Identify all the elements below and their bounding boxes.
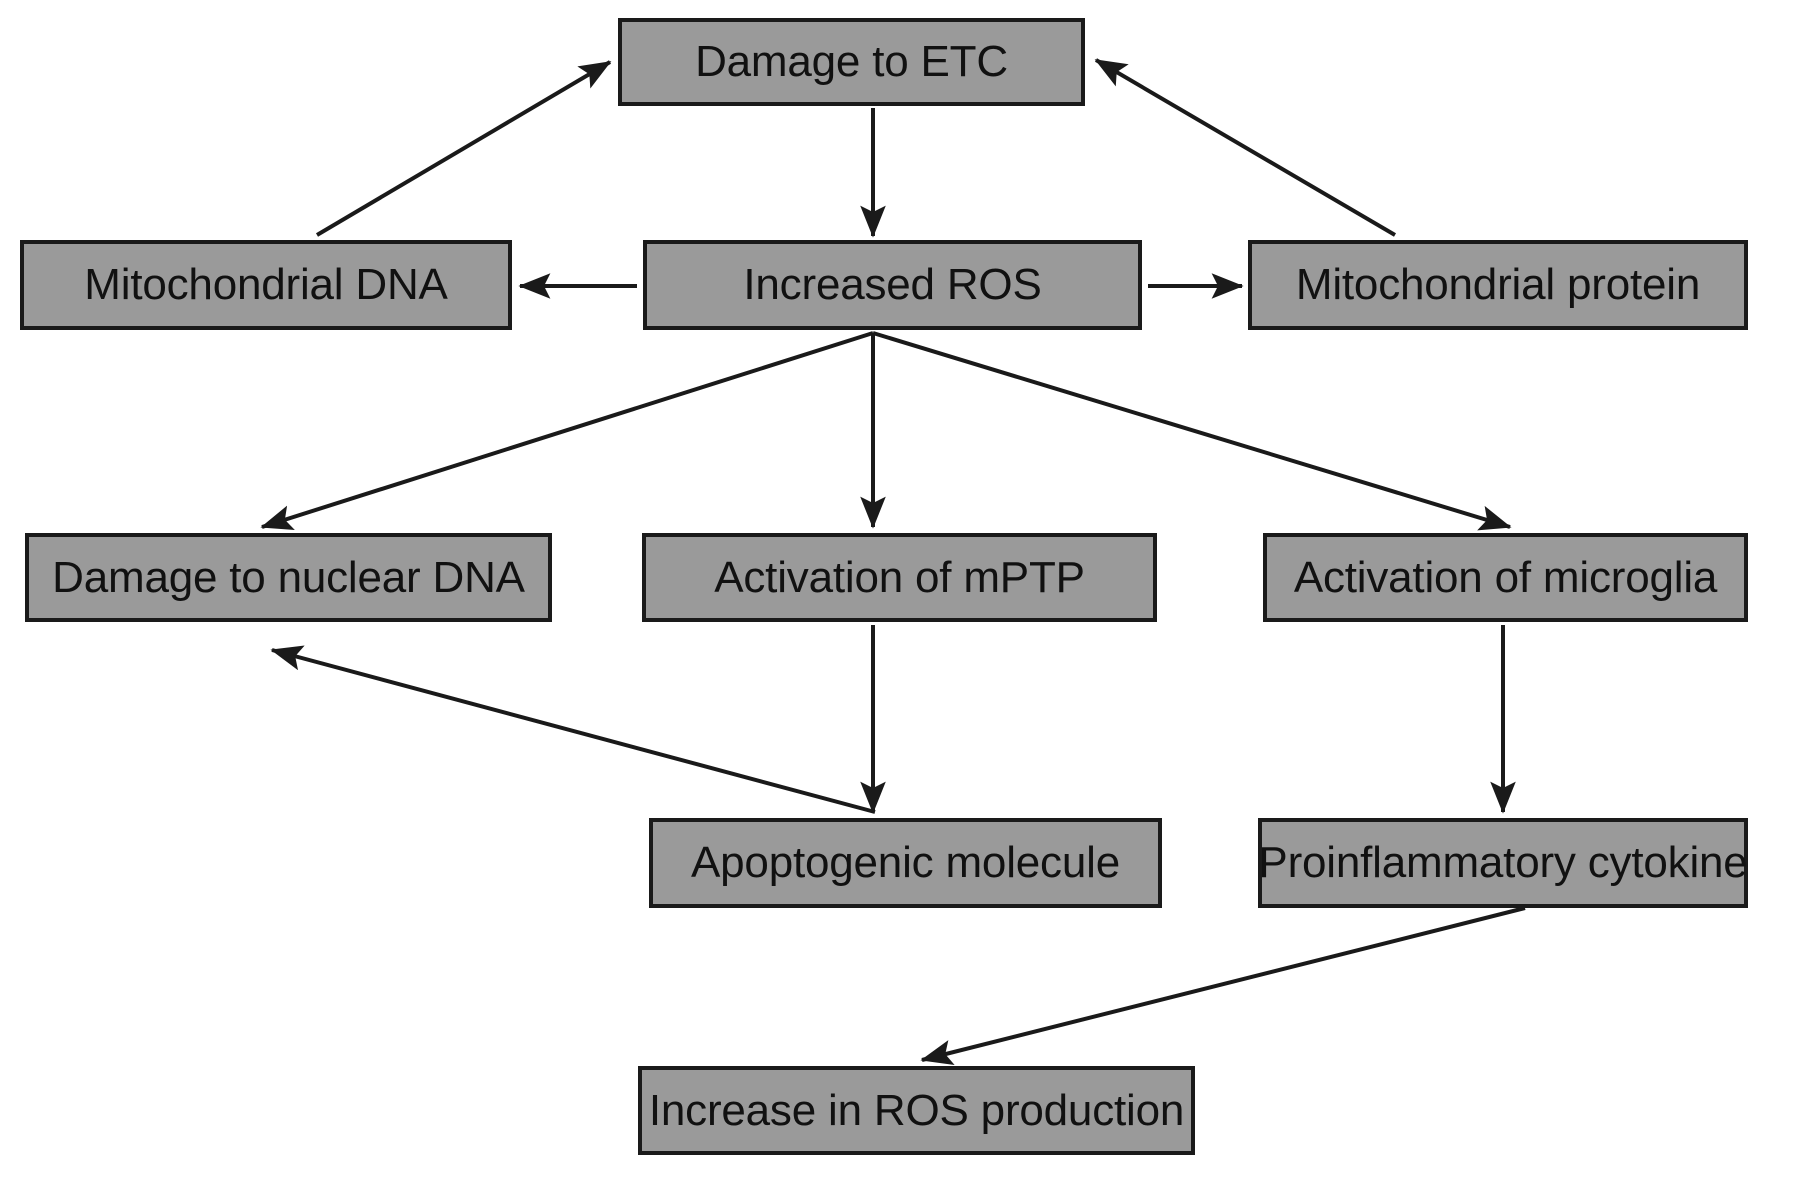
node-label-apoptogenic-molecule: Apoptogenic molecule	[691, 838, 1120, 887]
node-label-increase-in-ros-production: Increase in ROS production	[648, 1085, 1185, 1135]
node-apoptogenic-molecule[interactable]: Apoptogenic molecule	[649, 818, 1162, 908]
node-label-mitochondrial-dna: Mitochondrial DNA	[84, 260, 448, 309]
arrow-apoptogenic-molecule-to-damage-to-nuclear-dna	[270, 645, 876, 814]
node-proinflammatory-cytokine[interactable]: Proinflammatory cytokine	[1258, 818, 1748, 908]
node-mitochondrial-dna[interactable]: Mitochondrial DNA	[20, 240, 512, 330]
node-label-activation-of-mptp: Activation of mPTP	[714, 552, 1085, 602]
arrow-increased-ros-to-activation-of-microglia	[872, 331, 1512, 531]
arrow-mitochondrial-dna-to-damage-to-etc	[315, 60, 612, 237]
arrow-increased-ros-to-damage-to-nuclear-dna	[260, 331, 874, 531]
node-damage-to-nuclear-dna[interactable]: Damage to nuclear DNA	[25, 533, 552, 622]
node-increased-ros[interactable]: Increased ROS	[643, 240, 1142, 330]
node-label-increased-ros: Increased ROS	[743, 260, 1042, 309]
node-label-mitochondrial-protein: Mitochondrial protein	[1295, 260, 1701, 309]
node-activation-of-mptp[interactable]: Activation of mPTP	[642, 533, 1157, 622]
node-increase-in-ros-production[interactable]: Increase in ROS production	[638, 1066, 1195, 1155]
node-activation-of-microglia[interactable]: Activation of microglia	[1263, 533, 1748, 622]
node-label-activation-of-microglia: Activation of microglia	[1293, 552, 1718, 602]
node-label-proinflammatory-cytokine: Proinflammatory cytokine	[1258, 838, 1748, 887]
arrow-mitochondrial-protein-to-damage-to-etc	[1094, 58, 1397, 237]
node-label-damage-to-etc: Damage to ETC	[695, 37, 1008, 86]
node-damage-to-etc[interactable]: Damage to ETC	[618, 18, 1085, 106]
arrow-proinflammatory-cytokine-to-increase-in-ros-production	[920, 906, 1526, 1065]
node-label-damage-to-nuclear-dna: Damage to nuclear DNA	[52, 552, 525, 602]
node-mitochondrial-protein[interactable]: Mitochondrial protein	[1248, 240, 1748, 330]
